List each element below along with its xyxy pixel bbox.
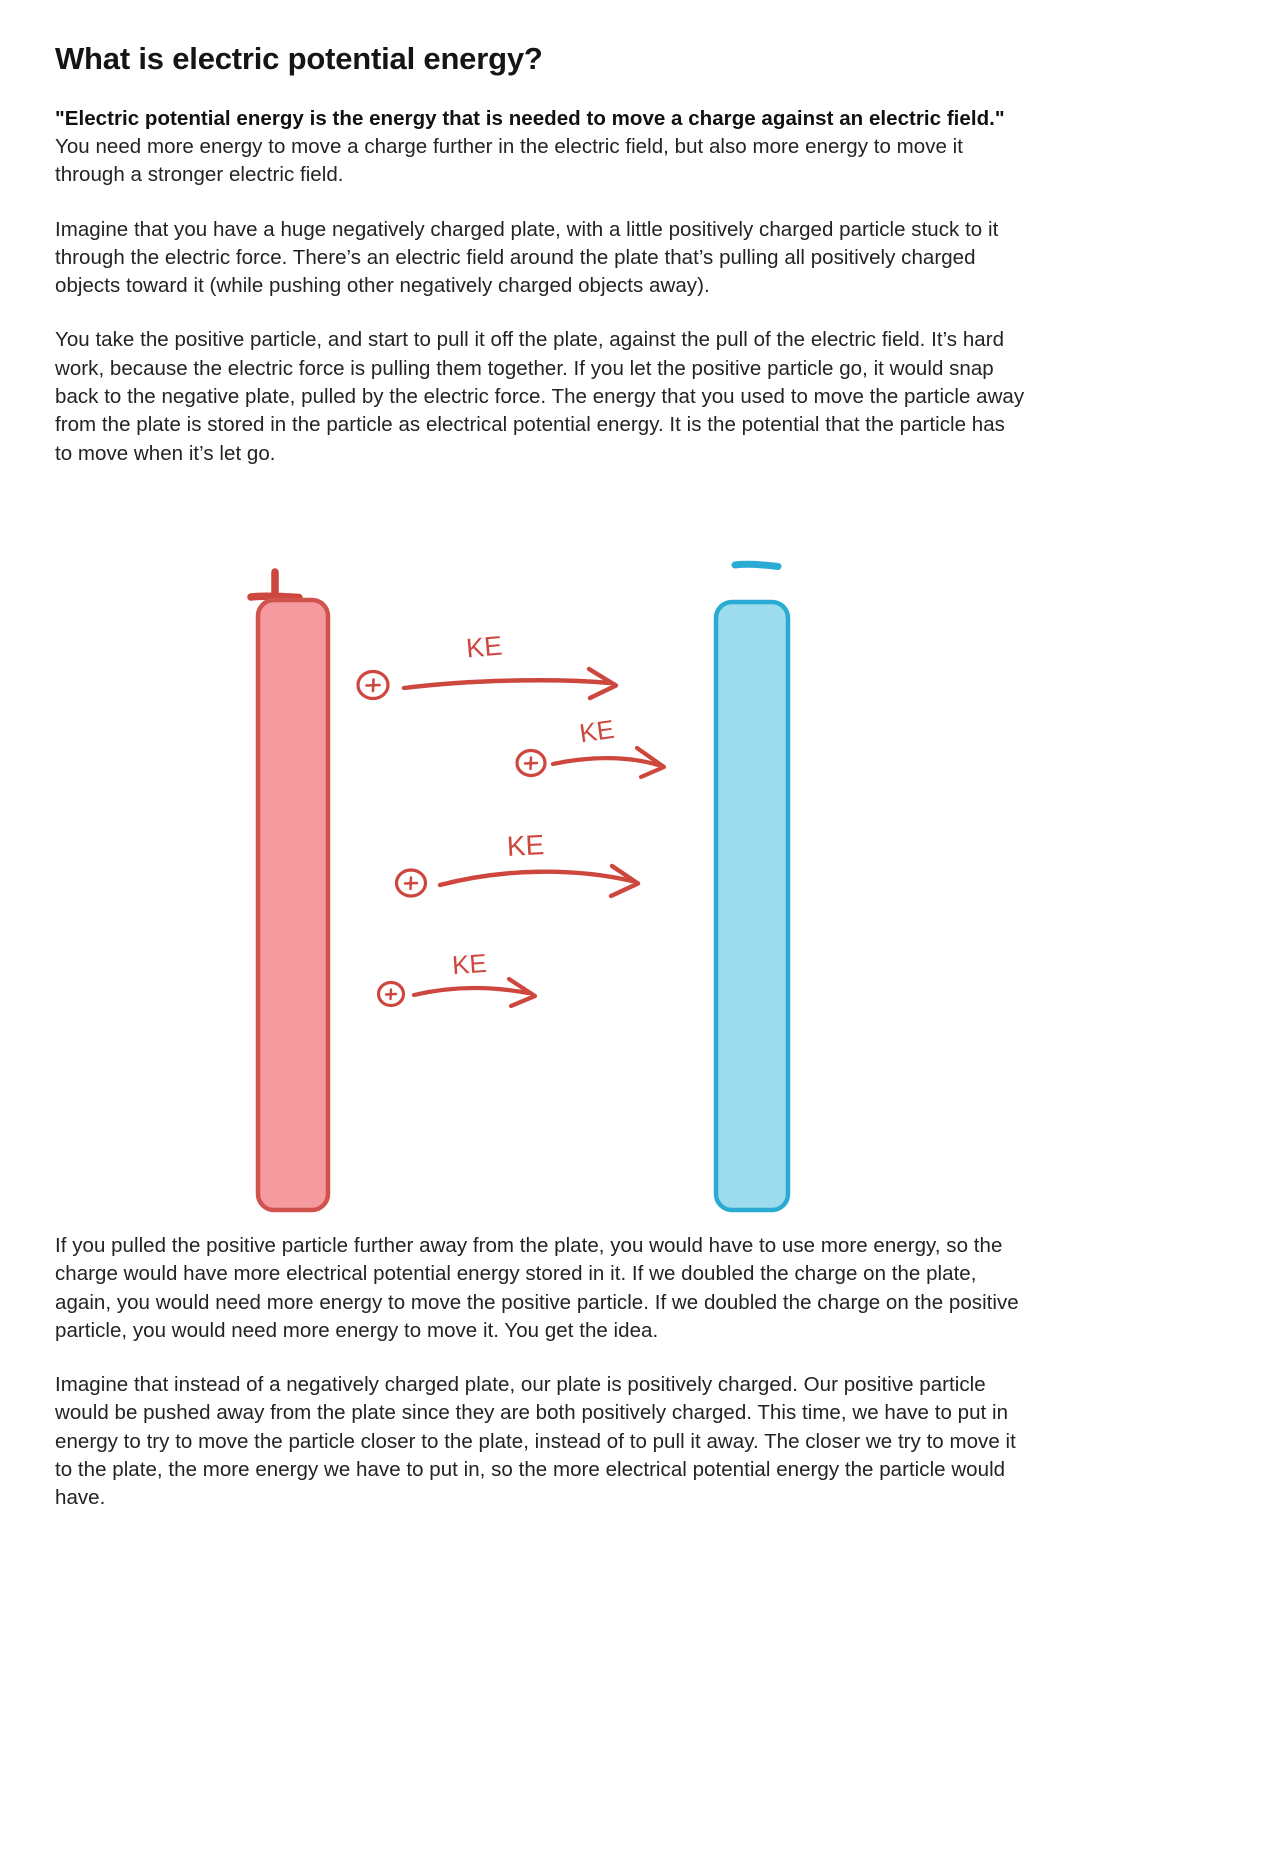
particle-1-arrow-head-icon bbox=[586, 666, 619, 701]
particle-2-ke-label: KE bbox=[577, 714, 616, 749]
particle-2-group: KE bbox=[515, 714, 667, 780]
particle-3-arrow-head-icon bbox=[608, 863, 641, 899]
definition-bold-lead: "Electric potential energy is the energy… bbox=[55, 106, 1005, 130]
negative-plate bbox=[713, 599, 791, 1213]
paragraph-further-away: If you pulled the positive particle furt… bbox=[55, 1234, 1019, 1342]
particle-3-ke-label: KE bbox=[506, 829, 545, 862]
article-top-content: What is electric potential energy? "Elec… bbox=[55, 40, 1025, 494]
paragraph-definition: "Electric potential energy is the energy… bbox=[55, 105, 1025, 190]
particle-3-charge-icon bbox=[394, 868, 428, 898]
definition-rest: You need more energy to move a charge fu… bbox=[55, 135, 964, 187]
particle-3-arrow-shaft bbox=[437, 869, 635, 888]
particle-2-arrow-head-icon bbox=[634, 745, 667, 780]
particle-2-arrow-shaft bbox=[550, 756, 661, 768]
particle-1-arrow-shaft bbox=[401, 678, 613, 691]
particle-1-ke-label: KE bbox=[465, 631, 504, 664]
electric-field-plates-diagram: KE KE KE bbox=[0, 500, 1280, 1370]
particle-1-charge-icon bbox=[356, 669, 390, 701]
particle-4-arrow-shaft bbox=[411, 985, 531, 998]
negative-plate-sign-icon bbox=[731, 560, 782, 570]
particle-3-group: KE bbox=[394, 829, 641, 899]
particle-4-group: KE bbox=[376, 948, 538, 1009]
diagram-svg: KE KE KE bbox=[247, 560, 791, 1213]
positive-plate bbox=[255, 597, 331, 1213]
paragraph-positively-charged-plate: Imagine that instead of a negatively cha… bbox=[55, 1373, 1016, 1510]
paragraph-imagine-plate: Imagine that you have a huge negatively … bbox=[55, 217, 999, 298]
particle-4-charge-icon bbox=[376, 980, 406, 1008]
particle-2-charge-icon bbox=[515, 748, 547, 778]
article-bottom-content: If you pulled the positive particle furt… bbox=[55, 1232, 1030, 1539]
particle-1-group: KE bbox=[356, 631, 619, 701]
paragraph-pull-off-plate: You take the positive particle, and star… bbox=[55, 328, 1025, 465]
particle-4-arrow-head-icon bbox=[506, 976, 538, 1009]
particle-4-ke-label: KE bbox=[451, 948, 488, 980]
page-title: What is electric potential energy? bbox=[55, 41, 543, 76]
